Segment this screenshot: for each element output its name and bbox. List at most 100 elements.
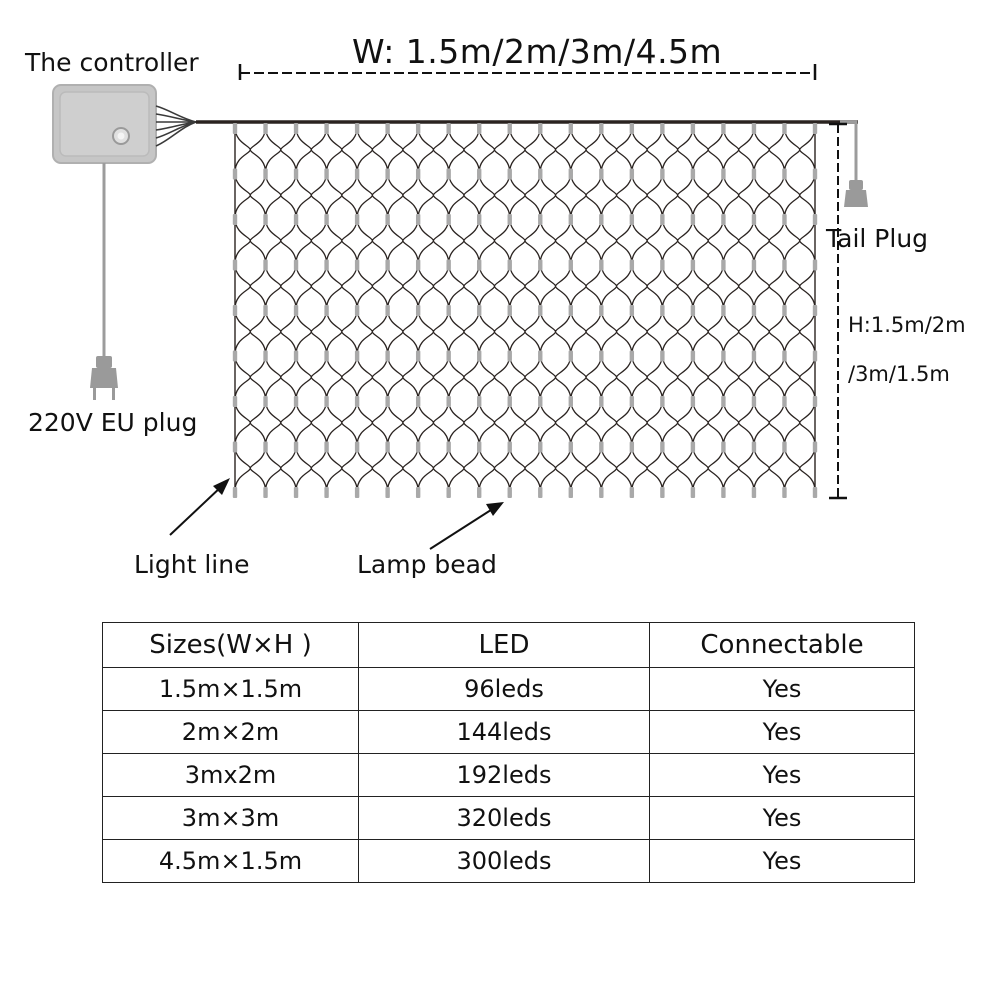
lamp-bead [599, 123, 604, 134]
lamp-bead [812, 214, 818, 225]
lamp-bead [568, 396, 573, 407]
lamp-bead [660, 214, 665, 225]
lamp-bead [324, 214, 329, 225]
lamp-bead [385, 305, 390, 316]
lamp-bead [629, 168, 635, 180]
lamp-bead [751, 487, 757, 498]
lamp-bead [477, 396, 482, 407]
lamp-bead [660, 396, 665, 407]
spec-table-header-row: Sizes(W×H ) LED Connectable [102, 622, 915, 668]
lamp-bead [629, 350, 635, 362]
lamp-bead [568, 305, 573, 316]
lamp-bead [751, 259, 757, 271]
lamp-bead [599, 259, 604, 271]
lamp-bead [660, 441, 665, 453]
lamp-bead [263, 350, 268, 362]
cell-connectable: Yes [649, 710, 915, 754]
lamp-bead [293, 168, 299, 180]
lamp-bead [721, 487, 726, 498]
width-dimension-line [238, 64, 817, 80]
lamp-bead [538, 350, 543, 362]
lamp-bead [415, 487, 421, 498]
controller-output-wires [155, 105, 197, 147]
lamp-bead [385, 350, 390, 362]
lamp-bead [324, 168, 329, 180]
cell-led: 320leds [358, 796, 650, 840]
lamp-bead [354, 168, 360, 180]
lamp-bead [477, 168, 482, 180]
lamp-bead [446, 350, 451, 362]
lamp-bead [263, 214, 268, 225]
lamp-bead [415, 441, 421, 453]
table-row: 4.5m×1.5m 300leds Yes [102, 839, 915, 883]
lamp-bead [324, 259, 329, 271]
lamp-bead [477, 259, 482, 271]
lamp-bead [629, 487, 635, 498]
cell-led: 192leds [358, 753, 650, 797]
lamp-bead [293, 259, 299, 271]
lamp-bead [538, 396, 543, 407]
lamp-bead [385, 214, 390, 225]
lamp-bead [477, 123, 482, 134]
lamp-bead [293, 214, 299, 225]
lamp-bead [721, 214, 726, 225]
lamp-bead [293, 350, 299, 362]
lamp-bead [690, 350, 696, 362]
lamp-bead [812, 487, 818, 498]
lamp-bead [507, 441, 512, 453]
lamp-bead [751, 305, 757, 316]
table-row: 2m×2m 144leds Yes [102, 710, 915, 754]
controller-label: The controller [25, 48, 199, 77]
lamp-bead [751, 123, 757, 134]
cell-connectable: Yes [649, 796, 915, 840]
lamp-bead [354, 259, 360, 271]
table-row: 3mx2m 192leds Yes [102, 753, 915, 797]
lamp-bead [751, 396, 757, 407]
lamp-bead [324, 487, 329, 498]
lamp-bead [507, 305, 512, 316]
lamp-bead [354, 123, 360, 134]
light-net-mesh [232, 123, 818, 498]
lamp-bead [385, 168, 390, 180]
lamp-bead [690, 441, 696, 453]
lamp-bead [293, 396, 299, 407]
lamp-bead [477, 305, 482, 316]
lamp-bead [507, 396, 512, 407]
lamp-bead [324, 123, 329, 134]
lamp-bead [812, 350, 818, 362]
lamp-bead [507, 350, 512, 362]
header-led: LED [358, 622, 650, 668]
lamp-bead [446, 487, 451, 498]
cell-size: 1.5m×1.5m [102, 667, 359, 711]
lamp-bead [629, 396, 635, 407]
light-line-arrow [169, 478, 230, 536]
lamp-bead [538, 214, 543, 225]
width-label: W: 1.5m/2m/3m/4.5m [352, 32, 723, 71]
lamp-bead [599, 350, 604, 362]
tail-plug-label: Tail Plug [826, 224, 929, 253]
lamp-bead [354, 350, 360, 362]
tail-plug-icon [840, 120, 868, 207]
lamp-bead [263, 305, 268, 316]
lamp-bead [690, 305, 696, 316]
height-label-line2: /3m/1.5m [848, 362, 950, 386]
cell-size: 3m×3m [102, 796, 359, 840]
lamp-bead [415, 214, 421, 225]
lamp-bead [721, 350, 726, 362]
eu-plug-label: 220V EU plug [28, 408, 198, 437]
lamp-bead [232, 350, 238, 362]
lamp-bead [293, 305, 299, 316]
lamp-bead [721, 396, 726, 407]
lamp-bead [263, 396, 268, 407]
lamp-bead [660, 168, 665, 180]
lamp-bead [507, 168, 512, 180]
lamp-bead [538, 259, 543, 271]
lamp-bead [812, 168, 818, 180]
lamp-bead [629, 259, 635, 271]
lamp-bead [599, 214, 604, 225]
lamp-bead [232, 305, 238, 316]
lamp-bead [263, 259, 268, 271]
lamp-bead [782, 396, 787, 407]
lamp-bead [446, 441, 451, 453]
